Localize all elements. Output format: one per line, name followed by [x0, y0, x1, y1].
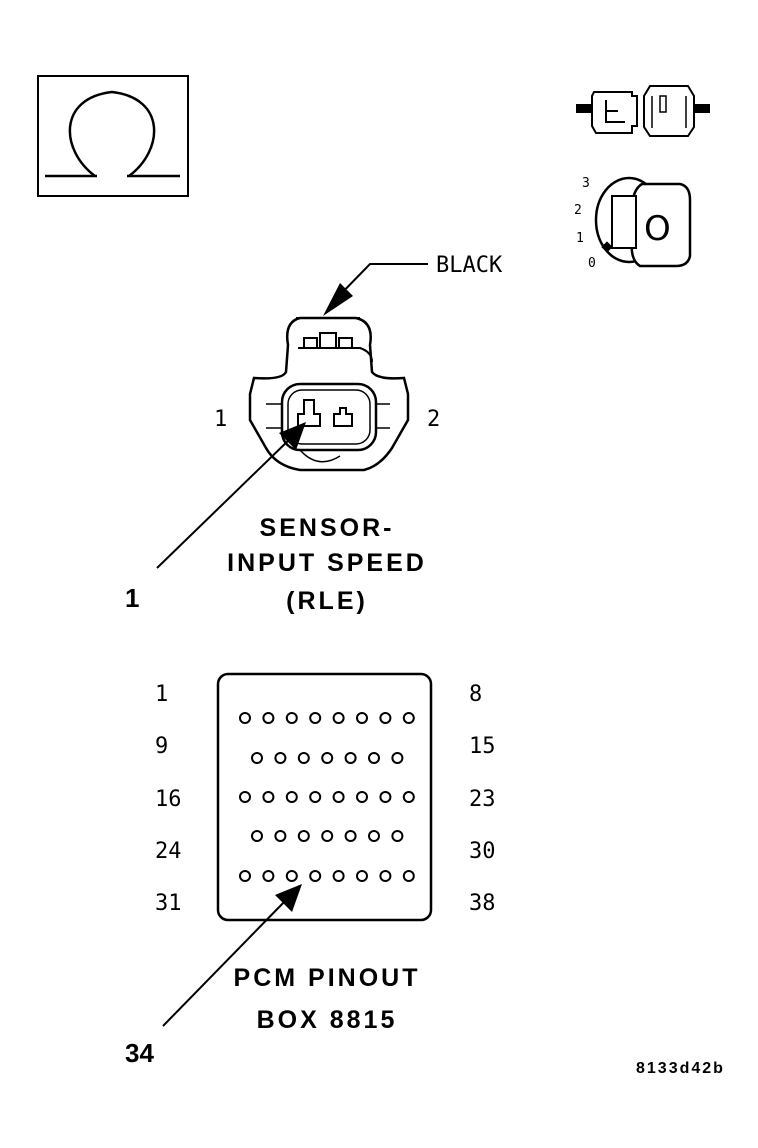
key-label: O: [644, 209, 671, 249]
pcm-pin: [379, 791, 392, 803]
pcm-pin: [356, 791, 368, 803]
pcm-pin: [285, 712, 298, 724]
pcm-pin: [379, 712, 392, 724]
pcm-pin: [391, 830, 404, 842]
pcm-pin: [321, 752, 334, 764]
key-position-1: 1: [576, 231, 584, 246]
pcm-pin: [274, 830, 287, 842]
pcm-pin: [332, 712, 345, 724]
pcm-pin: [297, 752, 310, 764]
pcm-pin: [309, 712, 322, 724]
callout-34: 34: [125, 1038, 154, 1068]
pcm-pin: [274, 752, 287, 764]
pcm-pin: [344, 830, 357, 842]
pcm-pin: [391, 752, 404, 764]
pcm-pin: [285, 870, 298, 882]
row-label-left-4: 24: [155, 839, 182, 864]
key-position-0: 0: [588, 256, 596, 271]
pcm-pin: [251, 752, 263, 764]
pcm-pin: [402, 870, 415, 882]
pcm-pin: [379, 870, 392, 882]
ignition-key-icon: 3 2 1 0 O: [574, 176, 692, 271]
pcm-title-line-1: PCM PINOUT: [234, 964, 421, 992]
row-label-left-3: 16: [155, 787, 182, 812]
row-label-right-1: 8: [469, 682, 482, 707]
pcm-pin: [356, 870, 368, 882]
sensor-connector: BLACK 1 2 SENSOR- INPUT SPEED (RLE) 1: [125, 253, 503, 615]
sensor-title-line-3: (RLE): [286, 587, 368, 615]
pcm-pin: [368, 830, 380, 842]
pcm-pin: [262, 870, 275, 882]
row-label-left-5: 31: [155, 891, 182, 916]
sensor-title-line-1: SENSOR-: [260, 514, 395, 542]
pcm-pin: [239, 712, 251, 724]
row-label-left-1: 1: [155, 682, 168, 707]
pcm-pin: [332, 791, 345, 803]
ohm-icon: [37, 75, 189, 197]
pcm-pin: [356, 712, 368, 724]
pcm-pin: [309, 791, 322, 803]
row-label-left-2: 9: [155, 734, 168, 759]
pcm-pin: [402, 791, 415, 803]
pcm-pin: [262, 712, 275, 724]
pcm-title-line-2: BOX 8815: [257, 1006, 398, 1034]
sensor-title-line-2: INPUT SPEED: [227, 549, 427, 577]
row-label-right-2: 15: [469, 734, 496, 759]
pcm-pin: [344, 752, 357, 764]
pcm-pin: [251, 830, 263, 842]
pcm-pin: [297, 830, 310, 842]
row-label-right-4: 30: [469, 839, 496, 864]
pcm-pin: [262, 791, 275, 803]
pcm-connector: 1 9 16 24 31 8 15 23 30 38 PCM PINOUT BO…: [125, 672, 496, 1068]
connector-color-label: BLACK: [436, 253, 503, 278]
pcm-pin: [239, 870, 251, 882]
key-position-2: 2: [574, 203, 582, 218]
pcm-pin: [321, 830, 334, 842]
pcm-pin: [402, 712, 415, 724]
pcm-pin-grid: [239, 712, 415, 882]
pin-label-left: 1: [214, 407, 227, 432]
pcm-pin: [368, 752, 380, 764]
callout-1: 1: [125, 583, 139, 613]
row-label-right-5: 38: [469, 891, 496, 916]
row-label-right-3: 23: [469, 787, 496, 812]
pcm-pin: [309, 870, 322, 882]
pcm-pin: [332, 870, 345, 882]
disconnected-connector-icon: [576, 85, 710, 137]
pcm-pin: [285, 791, 298, 803]
figure-code: 8133d42b: [636, 1060, 725, 1077]
pcm-pin: [239, 791, 251, 803]
pin-label-right: 2: [427, 407, 440, 432]
key-position-3: 3: [582, 176, 590, 191]
